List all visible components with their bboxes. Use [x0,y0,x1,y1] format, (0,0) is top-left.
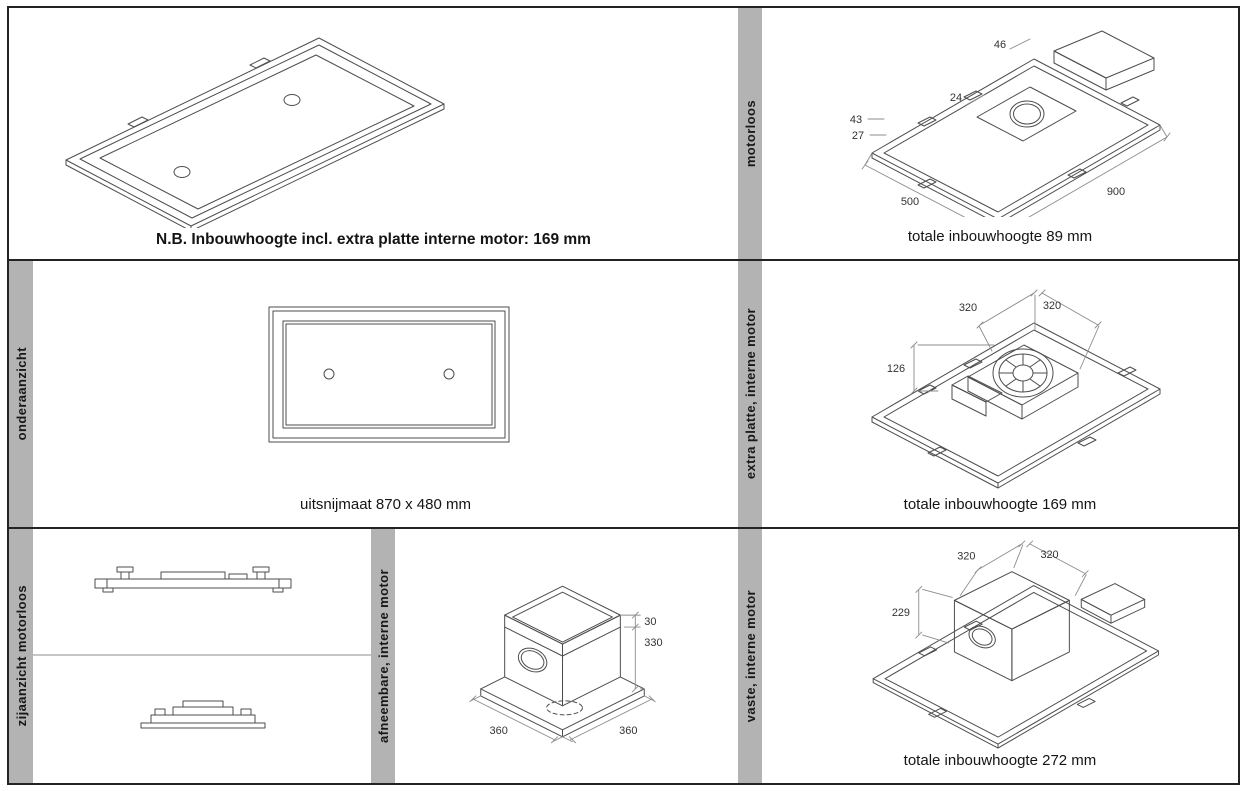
dim-label-320-w: 320 [957,550,975,562]
panel-overview: N.B. Inbouwhoogte incl. extra platte int… [9,8,738,259]
section-bar-afneembare: afneembare, interne motor [371,529,395,783]
dim-label-229: 229 [892,607,910,619]
dim-label-500: 500 [901,196,919,208]
motor-box [953,570,1070,681]
vaste-motor-drawing: 320 320 229 [872,539,1160,749]
extra-platte-drawing: 320 320 126 [871,289,1161,488]
panel-extra-platte: 320 320 126 totale inbouwhoogte 169 mm [762,261,1238,527]
panel-zijaanzicht [33,529,371,783]
panel-vaste: 320 320 229 totale inbouwhoogte 272 mm [762,529,1238,783]
ceiling-unit-outline [65,37,444,228]
extra-platte-caption: totale inbouwhoogte 169 mm [903,496,1097,513]
section-bar-onderaanzicht: onderaanzicht [9,261,33,527]
row-separator [9,259,1238,261]
row-separator [9,527,1238,529]
dim-label-24: 24 [950,92,962,104]
dim-label-46: 46 [994,39,1006,51]
dimension-lines [915,539,1089,643]
side-profile-bottom [140,700,266,729]
section-bar-vaste: vaste, interne motor [738,529,762,783]
panel-afneembare: 30 330 360 360 [395,529,738,783]
dim-label-320-d: 320 [1043,300,1061,312]
dim-label-330: 330 [644,637,662,649]
overview-note: N.B. Inbouwhoogte incl. extra platte int… [156,231,591,248]
spotlights [173,93,300,178]
dimension-lines [469,611,656,744]
section-bar-motorloos: motorloos [738,8,762,259]
panel-onderaanzicht: uitsnijmaat 870 x 480 mm [33,261,738,527]
flat-fan-unit [951,344,1079,419]
dimension-lines [861,38,1171,217]
connection-box [1080,582,1146,624]
dim-label-27: 27 [852,130,864,142]
mounting-clips [918,620,1096,718]
mounting-clips [917,90,1140,189]
dim-label-126: 126 [887,363,905,375]
connection-box [1053,30,1155,91]
row-middle: onderaanzicht [9,261,1238,527]
section-label-onderaanzicht: onderaanzicht [13,347,29,441]
motorloos-drawing: 46 24 43 27 900 500 [850,30,1171,217]
motorloos-caption: totale inbouwhoogte 89 mm [907,228,1093,245]
section-label-extra-platte: extra platte, interne motor [742,308,758,480]
dim-label-30: 30 [644,616,656,628]
vaste-caption: totale inbouwhoogte 272 mm [903,752,1097,769]
row-bottom: zijaanzicht motorloos [9,529,1238,783]
section-bar-extra-platte: extra platte, interne motor [738,261,762,527]
dim-label-360-r: 360 [619,725,637,737]
hood-plate [871,322,1161,488]
spotlights [323,368,454,379]
hood-plate [872,584,1160,749]
panel-motorloos: 46 24 43 27 900 500 totale inbouwhoogte … [762,8,1238,259]
section-label-vaste: vaste, interne motor [742,589,758,723]
dim-label-360-l: 360 [490,725,508,737]
overview-isometric-drawing [65,37,444,228]
motor-box [504,585,621,707]
section-label-motorloos: motorloos [742,99,758,168]
edge-clips [127,57,270,127]
onderaanzicht-caption: uitsnijmaat 870 x 480 mm [300,496,471,513]
afneembare-motor-drawing: 30 330 360 360 [469,585,663,744]
dim-label-43: 43 [850,114,862,126]
hidden-duct-circle [546,700,583,716]
mounting-clips [917,358,1137,456]
dim-label-900: 900 [1107,186,1125,198]
page-frame: N.B. Inbouwhoogte incl. extra platte int… [7,6,1240,785]
side-view-drawing [33,566,371,729]
panel-frame [268,306,509,442]
section-bar-zijaanzicht: zijaanzicht motorloos [9,529,33,783]
bottom-view-drawing [268,306,509,442]
row-top: N.B. Inbouwhoogte incl. extra platte int… [9,8,1238,259]
dimension-lines [910,289,1102,394]
section-label-zijaanzicht: zijaanzicht motorloos [13,585,29,727]
dim-label-320-d: 320 [1040,548,1058,560]
side-profile-top [94,566,292,593]
duct-opening [976,86,1077,142]
dim-label-320-w: 320 [959,302,977,314]
section-label-afneembare: afneembare, interne motor [375,569,391,743]
